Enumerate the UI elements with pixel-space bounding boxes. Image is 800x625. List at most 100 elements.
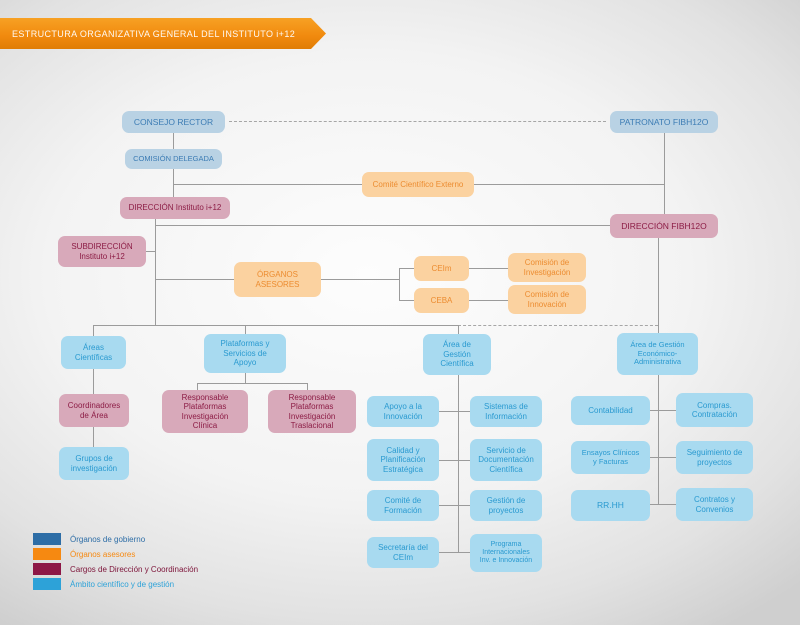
node-label: Contabilidad xyxy=(588,405,633,415)
node-organos-asesores: ÓRGANOS ASESORES xyxy=(234,262,321,297)
legend-item-cargos-direccion: Cargos de Dirección y Coordinación xyxy=(33,563,198,575)
node-responsable-plataformas-clinica: Responsable Plataformas Investigación Cl… xyxy=(162,390,248,433)
node-area-gestion-cientifica: Área de Gestión Científica xyxy=(423,334,491,375)
node-label: Gestión de proyectos xyxy=(486,496,526,515)
connector-line xyxy=(93,369,94,394)
connector-line xyxy=(664,133,665,214)
connector-line xyxy=(658,238,659,333)
node-comite-cientifico-externo: Comité Científico Externo xyxy=(362,172,474,197)
node-label: Seguimiento de proyectos xyxy=(686,448,743,467)
page-title: ESTRUCTURA ORGANIZATIVA GENERAL DEL INST… xyxy=(12,28,296,39)
connector-line xyxy=(93,427,94,447)
node-label: Área de Gestión Económico-Administrativa xyxy=(630,339,685,367)
node-label: Comité de Formación xyxy=(384,496,422,515)
connector-line xyxy=(146,251,155,252)
node-label: Comité Científico Externo xyxy=(372,179,464,189)
legend-swatch-gobierno xyxy=(33,533,61,545)
connector-trunk-line xyxy=(93,325,458,326)
node-label: Calidad y Planificación Estratégica xyxy=(380,445,426,474)
node-contratos-convenios: Contratos y Convenios xyxy=(676,488,753,521)
node-label: Comisión de Investigación xyxy=(523,258,571,277)
node-ensayos-clinicos-facturas: Ensayos Clínicos y Facturas xyxy=(571,441,650,474)
node-responsable-plataformas-traslacional: Responsable Plataformas Investigación Tr… xyxy=(268,390,356,433)
node-label: CEBA xyxy=(430,295,453,305)
connector-line xyxy=(399,268,400,301)
node-label: ÓRGANOS ASESORES xyxy=(255,270,300,289)
node-label: Área de Gestión Científica xyxy=(440,340,474,369)
node-label: Responsable Plataformas Investigación Cl… xyxy=(181,392,229,430)
connector-line xyxy=(650,504,676,505)
node-direccion-fibh12o: DIRECCIÓN FIBH12O xyxy=(610,214,718,238)
node-patronato-fibh12o: PATRONATO FIBH12O xyxy=(610,111,718,133)
node-label: SUBDIRECCIÓN Instituto i+12 xyxy=(71,242,133,261)
node-ceim: CEIm xyxy=(414,256,469,281)
connector-line xyxy=(197,383,308,384)
node-label: Grupos de investigación xyxy=(70,454,118,473)
connector-line xyxy=(173,133,174,149)
node-label: COMISIÓN DELEGADA xyxy=(133,153,214,163)
node-label: Contratos y Convenios xyxy=(694,495,735,514)
connector-line xyxy=(439,505,470,506)
node-seguimiento-proyectos: Seguimiento de proyectos xyxy=(676,441,753,474)
connector-line xyxy=(321,279,399,280)
node-label: CONSEJO RECTOR xyxy=(133,116,214,127)
connector-line xyxy=(439,552,470,553)
connector-line xyxy=(658,375,659,505)
legend-swatch-direccion xyxy=(33,563,61,575)
node-grupos-investigacion: Grupos de investigación xyxy=(59,447,129,480)
node-label: Compras. Contratación xyxy=(691,400,738,419)
node-label: Comisión de Innovación xyxy=(524,290,570,309)
legend-label: Ámbito científico y de gestión xyxy=(70,579,175,589)
connector-line xyxy=(307,383,308,390)
legend-label: Cargos de Dirección y Coordinación xyxy=(70,564,199,574)
connector-line xyxy=(93,325,94,336)
node-secretaria-ceim: Secretaría del CEIm xyxy=(367,537,439,568)
node-label: Plataformas y Servicios de Apoyo xyxy=(220,339,270,368)
node-label: RR.HH xyxy=(597,500,624,511)
connector-line xyxy=(197,383,198,390)
connector-line xyxy=(399,300,414,301)
connector-dashed-line xyxy=(229,121,606,122)
connector-line xyxy=(650,457,676,458)
node-comision-delegada: COMISIÓN DELEGADA xyxy=(125,149,222,169)
node-programa-internacionales: Programa Internacionales Inv. e Innovaci… xyxy=(470,534,542,572)
node-label: Ensayos Clínicos y Facturas xyxy=(581,447,640,466)
node-plataformas-servicios-apoyo: Plataformas y Servicios de Apoyo xyxy=(204,334,286,373)
node-subdireccion-instituto-i12: SUBDIRECCIÓN Instituto i+12 xyxy=(58,236,146,267)
connector-trunk-dashed-line xyxy=(458,325,658,326)
node-contabilidad: Contabilidad xyxy=(571,396,650,425)
node-label: Coordinadores de Área xyxy=(67,401,121,420)
node-direccion-instituto-i12: DIRECCIÓN Instituto i+12 xyxy=(120,197,230,219)
connector-line xyxy=(245,325,246,334)
node-ceba: CEBA xyxy=(414,288,469,313)
legend-label: Órganos asesores xyxy=(70,549,136,559)
connector-line xyxy=(458,375,459,553)
node-label: DIRECCIÓN FIBH12O xyxy=(621,220,707,231)
legend-item-ambito-cientifico: Ámbito científico y de gestión xyxy=(33,578,174,590)
title-banner: ESTRUCTURA ORGANIZATIVA GENERAL DEL INST… xyxy=(0,18,326,49)
legend-swatch-asesores xyxy=(33,548,61,560)
node-label: CEIm xyxy=(431,263,452,273)
node-label: DIRECCIÓN Instituto i+12 xyxy=(128,203,222,213)
node-area-gestion-economico-administrativa: Área de Gestión Económico-Administrativa xyxy=(617,333,698,375)
connector-line xyxy=(156,279,234,280)
connector-line xyxy=(155,219,156,325)
node-coordinadores-de-area: Coordinadores de Área xyxy=(59,394,129,427)
node-comite-formacion: Comité de Formación xyxy=(367,490,439,521)
connector-line xyxy=(469,300,508,301)
legend-swatch-ambito xyxy=(33,578,61,590)
node-compras-contratacion: Compras. Contratación xyxy=(676,393,753,427)
legend-item-organos-gobierno: Órganos de gobierno xyxy=(33,533,145,545)
node-label: Apoyo a la Innovación xyxy=(383,402,423,421)
node-label: Servicio de Documentación Científica xyxy=(478,445,534,474)
node-comision-innovacion: Comisión de Innovación xyxy=(508,285,586,314)
node-label: Sistemas de Información xyxy=(483,402,529,421)
node-calidad-planificacion: Calidad y Planificación Estratégica xyxy=(367,439,439,481)
legend-label: Órganos de gobierno xyxy=(70,534,146,544)
connector-line xyxy=(245,373,246,383)
node-servicio-documentacion: Servicio de Documentación Científica xyxy=(470,439,542,481)
connector-line xyxy=(650,410,676,411)
node-apoyo-innovacion: Apoyo a la Innovación xyxy=(367,396,439,427)
node-comision-investigacion: Comisión de Investigación xyxy=(508,253,586,282)
